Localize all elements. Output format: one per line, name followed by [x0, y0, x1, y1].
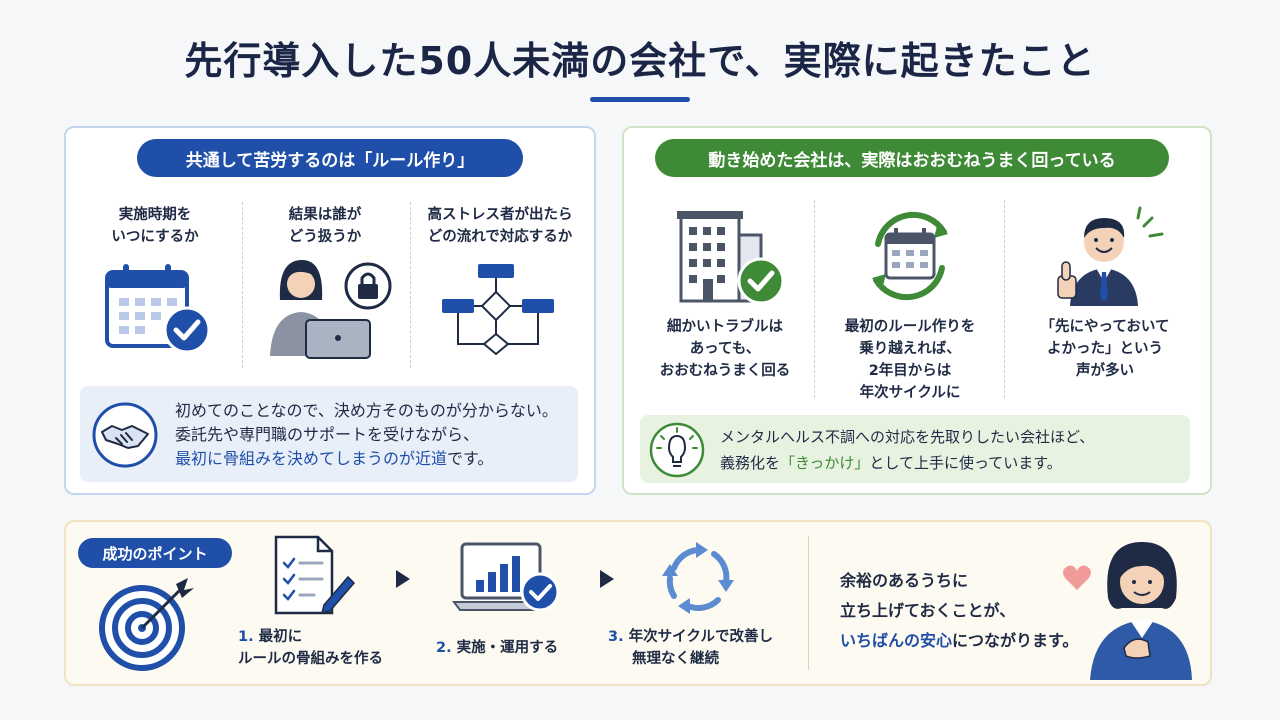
handshake-icon	[92, 402, 158, 468]
left-divider-2	[410, 202, 411, 368]
lightbulb-icon	[649, 422, 705, 478]
bottom-divider	[808, 536, 809, 670]
right-note-line-1: メンタルヘルス不調への対応を先取りしたい会社ほど、	[720, 428, 1095, 446]
checklist-document-icon	[274, 535, 356, 615]
right-divider-2	[1004, 200, 1005, 398]
left-note-line-1: 初めてのことなので、決め方そのものが分からない。	[175, 401, 558, 420]
person-laptop-lock-icon	[270, 260, 392, 359]
left-panel-note	[80, 386, 578, 482]
step-2-text: 2. 実施・運用する	[436, 640, 559, 656]
success-points-badge: 成功のポイント	[78, 538, 232, 568]
left-column-2-text: 結果は誰が どう扱うか	[288, 207, 362, 245]
bottom-panel	[64, 520, 1212, 686]
right-note-line-2: 義務化を「きっかけ」として上手に使っています。	[720, 454, 1062, 472]
right-divider-1	[814, 200, 815, 398]
step-1-text: 1. 最初に ルールの骨組みを作る	[238, 629, 383, 667]
left-panel-heading: 共通して苦労するのは「ルール作り」	[137, 139, 523, 177]
flowchart-icon	[442, 264, 554, 356]
left-column-3-text: 高ストレス者が出たら どの流れで対応するか	[427, 207, 573, 245]
closing-message: 余裕のあるうちに 立ち上げておくことが、 いちばんの安心につながります。	[840, 571, 1079, 650]
step-3-text: 3. 年次サイクルで改善し 無理なく継続	[608, 629, 773, 667]
left-divider-1	[242, 202, 243, 368]
left-note-line-3: 最初に骨組みを決めてしまうのが近道です。	[175, 449, 494, 468]
businesswoman-icon	[1090, 542, 1192, 680]
calendar-cycle-icon	[872, 211, 948, 301]
left-column-1-text: 実施時期を いつにするか	[111, 207, 199, 245]
calendar-check-icon	[105, 264, 211, 354]
businessman-thumbs-up-icon	[1057, 206, 1164, 306]
heart-icon	[1063, 565, 1091, 590]
page-title: 先行導入した50人未満の会社で、実際に起きたこと	[184, 39, 1096, 83]
right-column-1-text: 細かいトラブルは あっても、 おおむねうまく回る	[659, 319, 791, 379]
cycle-arrows-icon	[662, 542, 734, 614]
right-column-3-text: 「先にやっておいて よかった」という 声が多い	[1040, 319, 1170, 379]
arrow-right-icon-2	[600, 570, 614, 588]
right-panel-heading: 動き始めた会社は、実際はおおむねうまく回っている	[655, 139, 1169, 177]
arrow-right-icon-1	[396, 570, 410, 588]
target-icon	[99, 578, 194, 671]
right-column-2-text: 最初のルール作りを 乗り越えれば、 2年目からは 年次サイクルに	[844, 319, 976, 401]
building-check-icon	[677, 211, 785, 305]
laptop-chart-icon	[452, 542, 560, 612]
title-underline	[590, 97, 690, 102]
right-panel-note	[640, 415, 1190, 483]
left-note-line-2: 委託先や専門職のサポートを受けながら、	[175, 425, 480, 444]
